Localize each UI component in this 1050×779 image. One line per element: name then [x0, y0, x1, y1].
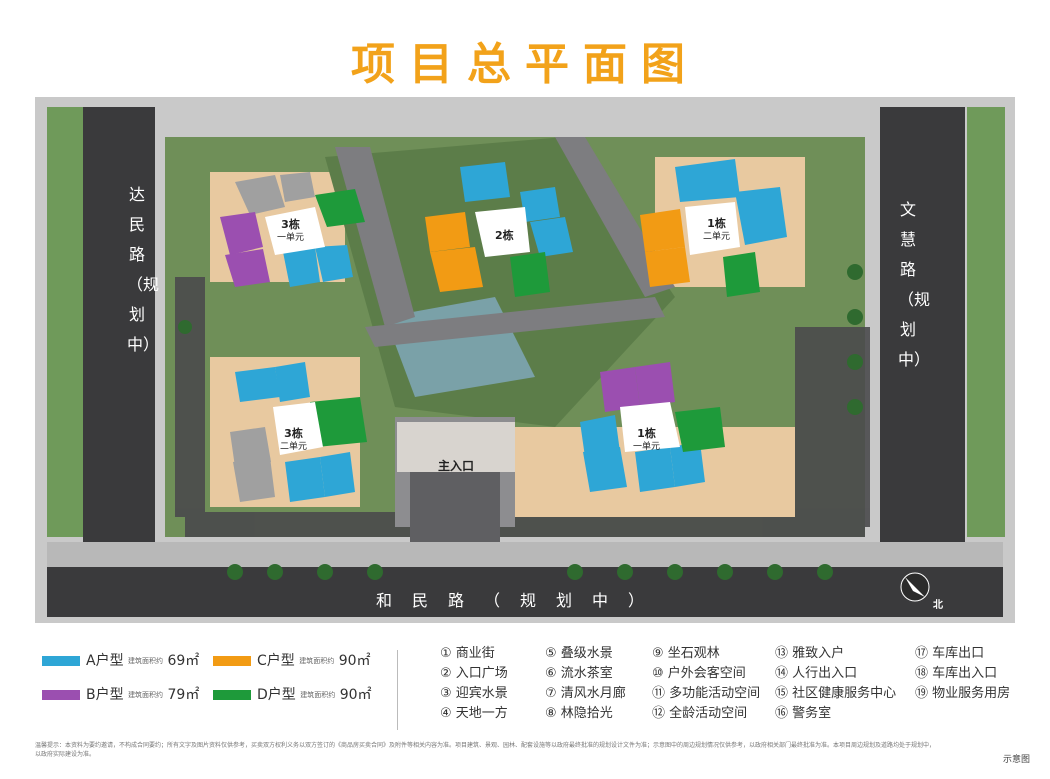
facility-item: ③ 迎宾水景 — [440, 686, 508, 701]
facility-item: ① 商业街 — [440, 646, 495, 661]
unit-type-b-swatch — [42, 690, 80, 700]
unit-type-c-swatch — [213, 656, 251, 666]
facility-item: ⑪ 多功能活动空间 — [652, 686, 761, 701]
building-3-unit-1 — [220, 172, 365, 287]
facility-item: ⑨ 坐石观林 — [652, 646, 720, 661]
facility-item: ⑫ 全龄活动空间 — [652, 706, 748, 721]
unit-type-d-swatch — [213, 690, 251, 700]
facility-item: ⑮ 社区健康服务中心 — [775, 686, 897, 701]
facility-item: ④ 天地一方 — [440, 706, 508, 721]
facility-item: ⑬ 雅致入户 — [775, 646, 845, 661]
unit-type-a-label: A户型 建筑面积约 69㎡ — [86, 653, 200, 669]
facility-item: ⑦ 清风水月廊 — [545, 686, 626, 701]
building-label: 3栋二单元 — [280, 427, 308, 453]
page-title: 项目总平面图 — [351, 39, 699, 90]
unit-type-c-label: C户型 建筑面积约 90㎡ — [257, 653, 371, 669]
facility-item: ⑤ 叠级水景 — [545, 646, 613, 661]
illustration-note: 示意图 — [1002, 755, 1030, 765]
building-label: 2栋 — [495, 229, 514, 242]
building-label: 1栋二单元 — [703, 217, 731, 243]
legend-divider — [397, 650, 398, 730]
unit-type-a-swatch — [42, 656, 80, 666]
facility-item: ⑩ 户外会客空间 — [652, 666, 746, 681]
facility-item: ⑲ 物业服务用房 — [915, 686, 1011, 701]
facility-item: ⑧ 林隐拾光 — [545, 706, 613, 721]
road-label-left: 达民路（规划中） — [127, 185, 160, 354]
road-label-bottom: 和民路（规划中） — [375, 591, 664, 610]
facility-item: ⑯ 警务室 — [775, 706, 832, 721]
unit-type-b-label: B户型 建筑面积约 79㎡ — [86, 687, 200, 703]
compass-label: 北 — [933, 600, 943, 611]
facility-item: ⑰ 车库出口 — [915, 646, 985, 661]
facility-item: ⑱ 车库出入口 — [915, 666, 998, 681]
unit-type-d-label: D户型 建筑面积约 90㎡ — [257, 687, 372, 703]
entrance-label: 主入口 — [438, 459, 475, 473]
building-label: 3栋一单元 — [277, 218, 305, 244]
site-plan-map — [35, 97, 1015, 623]
disclaimer-text: 温馨提示：本资料为要约邀请，不构成合同要约；所有文字及图片资料仅供参考，买卖双方… — [35, 742, 936, 758]
road-label-right: 文慧路（规划中） — [898, 200, 931, 369]
facility-item: ⑭ 人行出入口 — [775, 666, 858, 681]
facility-item: ⑥ 流水茶室 — [545, 666, 613, 681]
facility-item: ② 入口广场 — [440, 666, 508, 681]
building-label: 1栋一单元 — [633, 427, 661, 453]
